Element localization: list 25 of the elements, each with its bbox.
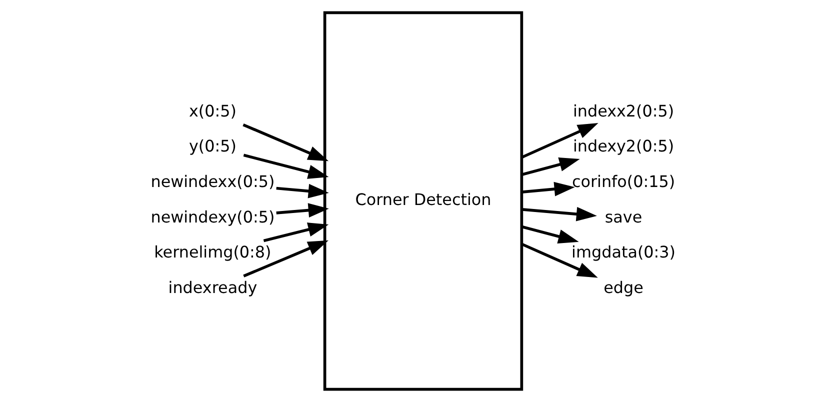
arrow (242, 123, 328, 162)
node-text: save (604, 207, 642, 226)
node-text: imgdata(0:3) (571, 242, 676, 262)
arrow (276, 203, 328, 218)
node-text: newindexy(0:5) (150, 207, 274, 226)
node-text: indexx2(0:5) (572, 101, 674, 120)
arrow (521, 157, 580, 176)
node-text: x(0:5) (188, 101, 236, 120)
node-text: corinfo(0:15) (571, 172, 675, 192)
arrow (521, 225, 578, 244)
arrow (262, 222, 328, 242)
arrow (242, 240, 328, 278)
arrow (242, 154, 328, 179)
node-text: y(0:5) (188, 136, 236, 156)
node-text: kernelimg(0:8) (154, 242, 271, 262)
arrow (520, 242, 598, 278)
node-text: indexy2(0:5) (572, 136, 674, 156)
arrow (520, 123, 598, 159)
node-text: edge (603, 278, 643, 297)
arrow (521, 206, 596, 222)
node-text: indexready (168, 278, 257, 297)
node-box: Corner Detection (322, 11, 523, 391)
arrow (276, 184, 328, 198)
arrow (521, 182, 574, 196)
node-text: newindexx(0:5) (150, 172, 274, 192)
